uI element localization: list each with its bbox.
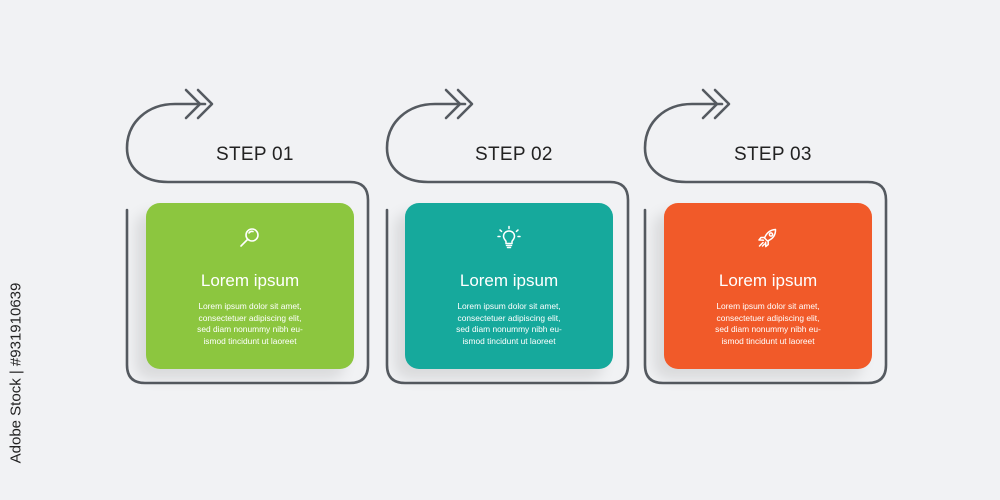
step-3-connector bbox=[643, 102, 888, 385]
step-1-title: STEP 01 bbox=[216, 144, 294, 165]
step-1-body-line: Lorem ipsum dolor sit amet, bbox=[198, 301, 302, 311]
step-2-body-line: Lorem ipsum dolor sit amet, bbox=[457, 301, 561, 311]
step-1-body-line: ismod tincidunt ut laoreet bbox=[203, 335, 297, 346]
step-2-body-line: consectetuer adipiscing elit, bbox=[457, 312, 561, 323]
step-3-arrowhead bbox=[713, 88, 731, 120]
step-3-heading: Lorem ipsum bbox=[718, 271, 818, 290]
lightbulb-icon bbox=[497, 225, 521, 249]
step-1-body-line: sed diam nonummy nibh eu- bbox=[197, 324, 303, 335]
step-1-body-line: consectetuer adipiscing elit, bbox=[198, 312, 302, 323]
step-1-heading: Lorem ipsum bbox=[200, 271, 300, 290]
rocket-icon bbox=[758, 228, 777, 248]
step-1-body: Lorem ipsum dolor sit amet, consectetuer… bbox=[168, 301, 332, 347]
side-stock-label-text: Adobe Stock | #931910639 bbox=[7, 282, 25, 463]
step-2-body: Lorem ipsum dolor sit amet, consectetuer… bbox=[427, 301, 591, 347]
step-2-body-line: sed diam nonummy nibh eu- bbox=[456, 324, 562, 335]
step-3-body-line: ismod tincidunt ut laoreet bbox=[721, 335, 815, 346]
step-2-card: Lorem ipsum Lorem ipsum dolor sit amet, … bbox=[405, 203, 613, 369]
step-1-arrowhead bbox=[196, 88, 214, 120]
step-3-body-line: consectetuer adipiscing elit, bbox=[716, 312, 820, 323]
step-1-arrowhead bbox=[184, 88, 202, 120]
side-stock-label: Adobe Stock | #931910639 bbox=[6, 265, 26, 480]
step-2-arrowhead bbox=[456, 88, 474, 120]
step-1-card: Lorem ipsum Lorem ipsum dolor sit amet, … bbox=[146, 203, 354, 369]
step-3-body-line: Lorem ipsum dolor sit amet, bbox=[716, 301, 820, 311]
magnifier-icon bbox=[240, 228, 259, 247]
step-3-body: Lorem ipsum dolor sit amet, consectetuer… bbox=[686, 301, 850, 347]
step-2-arrowhead bbox=[444, 88, 462, 120]
step-3-body-line: sed diam nonummy nibh eu- bbox=[715, 324, 821, 335]
step-3-arrowhead bbox=[701, 88, 719, 120]
step-3-card: Lorem ipsum Lorem ipsum dolor sit amet, … bbox=[664, 203, 872, 369]
step-2-connector bbox=[385, 102, 630, 385]
step-2-heading: Lorem ipsum bbox=[459, 271, 559, 290]
step-2-body-line: ismod tincidunt ut laoreet bbox=[462, 335, 556, 346]
step-2-title: STEP 02 bbox=[475, 144, 553, 165]
step-3-title: STEP 03 bbox=[734, 144, 812, 165]
step-1-connector bbox=[125, 102, 370, 385]
